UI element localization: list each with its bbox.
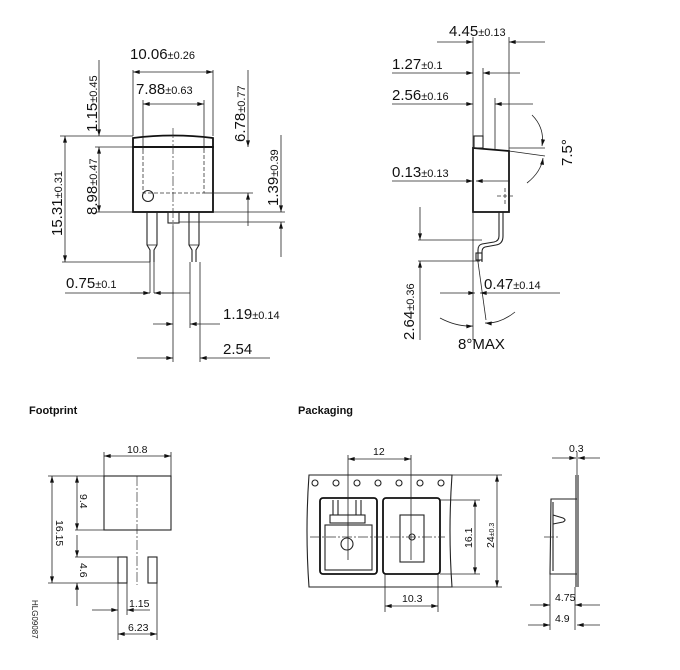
- dim-small-pad-height: 4.6: [77, 563, 89, 578]
- dim-stub-height: 1.39±0.39: [265, 149, 282, 206]
- tape-pocket-empty: [382, 497, 441, 575]
- dim-small-pad-span: 6.23: [128, 622, 149, 634]
- mounting-hole: [141, 189, 155, 203]
- dim-standoff: 0.13±0.13: [392, 164, 449, 181]
- tape-side-view: 0.3 4.75 4.9: [528, 443, 600, 630]
- dim-pocket-length: 16.1: [463, 527, 475, 548]
- tape-pocket-filled: [319, 497, 378, 575]
- dim-pitch: 2.54: [223, 341, 252, 358]
- dim-angle: 7.5°: [559, 139, 576, 166]
- dim-total-height: 16.15: [53, 520, 65, 546]
- dim-lead-width: 0.75±0.1: [66, 275, 117, 292]
- dim-total-depth: 4.9: [555, 613, 570, 625]
- dim-pitch: 12: [373, 446, 385, 458]
- packaging-title: Packaging: [298, 405, 353, 417]
- dim-lead-thickness: 0.47±0.14: [484, 276, 541, 293]
- dim-pocket-width: 10.3: [402, 593, 423, 605]
- dim-body-height: 8.98±0.47: [84, 158, 101, 215]
- dim-pad-width: 10.8: [127, 444, 148, 456]
- dim-thickness: 4.45±0.13: [449, 23, 506, 40]
- dim-lead-length: 2.64±0.36: [401, 283, 418, 340]
- dim-width-inner: 7.88±0.63: [136, 81, 193, 98]
- dim-tab-height: 1.15±0.45: [84, 75, 101, 132]
- package-front-view: 10.06±0.26 7.88±0.63 1.15±0.45 8.98±0.47…: [49, 46, 285, 362]
- dim-tape-thickness: 0.3: [569, 443, 584, 455]
- dim-small-pad-width: 1.15: [129, 598, 150, 610]
- dim-width-total: 10.06±0.26: [130, 46, 195, 63]
- drawing-id: HLG09087: [30, 600, 39, 639]
- footprint-section: Footprint 10.8 9.4 16.15 4.6 1.15 6.23 H…: [29, 405, 172, 640]
- footprint-title: Footprint: [29, 405, 78, 417]
- sprocket-holes: [311, 479, 445, 487]
- dim-total-height: 15.31±0.31: [49, 171, 66, 236]
- dim-tape-width: 24±0.3: [485, 523, 497, 548]
- dim-pocket-depth: 4.75: [555, 592, 576, 604]
- dim-lead-width-upper: 1.19±0.14: [223, 306, 280, 323]
- packaging-section: Packaging 12 16.1 24±0.3 10.3: [298, 405, 600, 630]
- package-side-view: 4.45±0.13 1.27±0.1 2.56±0.16 7.5° 0.13±0…: [392, 23, 576, 353]
- dim-tab-thickness: 1.27±0.1: [392, 56, 443, 73]
- dim-lead-angle: 8°MAX: [458, 336, 505, 353]
- dim-hole-offset: 6.78±0.77: [232, 85, 249, 142]
- dim-pad-height: 9.4: [77, 494, 89, 509]
- dim-lead-offset: 2.56±0.16: [392, 87, 449, 104]
